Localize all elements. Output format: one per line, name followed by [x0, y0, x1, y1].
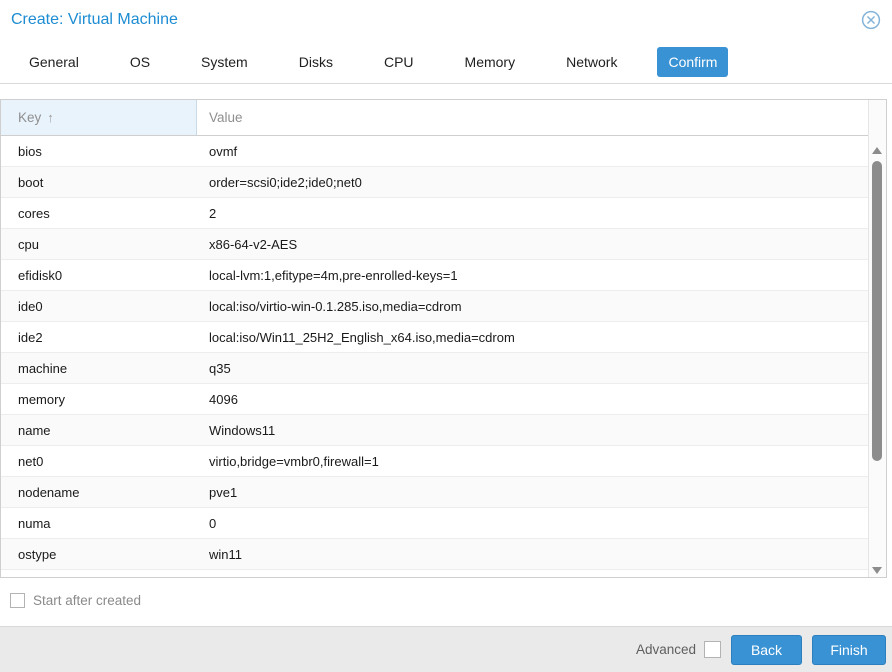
row-value-cell: x86-64-v2-AES [209, 236, 298, 252]
row-value-cell: virtio,bridge=vmbr0,firewall=1 [209, 453, 379, 469]
table-header: Key ↑ Value [1, 100, 868, 136]
row-key-cell: efidisk0 [18, 267, 63, 283]
row-key-cell: bios [18, 143, 42, 159]
row-key-cell: cpu [18, 236, 39, 252]
tab-general[interactable]: General [29, 53, 79, 70]
advanced-checkbox[interactable] [704, 641, 721, 658]
sort-ascending-icon: ↑ [47, 110, 54, 125]
row-key-cell: cores [18, 205, 50, 221]
table-row[interactable]: cpu x86-64-v2-AES [1, 229, 868, 260]
table-row[interactable]: bios ovmf [1, 136, 868, 167]
row-key-cell: net0 [18, 453, 44, 469]
tab-memory[interactable]: Memory [464, 53, 516, 70]
close-icon[interactable] [861, 10, 881, 30]
column-header-value-label: Value [209, 110, 243, 125]
row-value-cell: q35 [209, 360, 231, 376]
tab-network[interactable]: Network [566, 53, 618, 70]
table-row[interactable]: machine q35 [1, 353, 868, 384]
table-row[interactable]: net0 virtio,bridge=vmbr0,firewall=1 [1, 446, 868, 477]
scrollbar-thumb[interactable] [872, 161, 882, 461]
row-key-cell: machine [18, 360, 68, 376]
table-row[interactable]: ide0 local:iso/virtio-win-0.1.285.iso,med… [1, 291, 868, 322]
back-button[interactable]: Back [731, 634, 802, 665]
tab-cpu[interactable]: CPU [383, 53, 414, 70]
scroll-up-icon[interactable] [872, 147, 882, 154]
tab-bar: General OS System Disks CPU Memory Network Conf… [0, 40, 892, 84]
tab-confirm[interactable]: Confirm [657, 46, 729, 77]
column-header-value[interactable]: Value [197, 100, 868, 135]
tab-disks[interactable]: Disks [298, 53, 333, 70]
table-main: Key ↑ Value bios ovmf boot order=scsi0;ide2… [1, 100, 868, 577]
tab-system[interactable]: System [201, 53, 248, 70]
start-after-created-label: Start after created [33, 593, 142, 608]
table-row[interactable]: memory 4096 [1, 384, 868, 415]
row-value-cell: 2 [209, 205, 217, 221]
row-value-cell: order=scsi0;ide2;ide0;net0 [209, 174, 362, 190]
row-key-cell: memory [18, 391, 65, 407]
scroll-down-icon[interactable] [872, 567, 882, 574]
table-body: bios ovmf boot order=scsi0;ide2;ide0;net0 co… [1, 136, 868, 577]
start-after-created-field[interactable]: Start after created [10, 593, 141, 608]
column-header-key-label: Key [18, 110, 42, 125]
row-value-cell: local-lvm:1,efitype=4m,pre-enrolled-keys… [209, 267, 458, 283]
row-key-cell: numa [18, 515, 51, 531]
confirm-settings-table: Key ↑ Value bios ovmf boot order=scsi0;ide2… [0, 99, 887, 578]
row-value-cell: local:iso/virtio-win-0.1.285.iso,media=c… [209, 298, 462, 314]
table-row[interactable]: efidisk0 local-lvm:1,efitype=4m,pre-enrol… [1, 260, 868, 291]
table-row[interactable]: nodename pve1 [1, 477, 868, 508]
row-key-cell: boot [18, 174, 44, 190]
dialog-body: Key ↑ Value bios ovmf boot order=scsi0;ide2… [0, 84, 892, 626]
start-after-created-checkbox[interactable] [10, 593, 25, 608]
row-key-cell: nodename [18, 484, 80, 500]
row-value-cell: ovmf [209, 143, 238, 159]
footer-toolbar: Advanced Back Finish [0, 626, 892, 672]
table-row[interactable]: numa 0 [1, 508, 868, 539]
row-value-cell: Windows11 [209, 422, 276, 438]
table-row[interactable]: cores 2 [1, 198, 868, 229]
window-title: Create: Virtual Machine [11, 11, 178, 28]
advanced-label: Advanced [635, 642, 696, 657]
row-value-cell: 4096 [209, 391, 238, 407]
table-row[interactable]: name Windows11 [1, 415, 868, 446]
table-row[interactable]: ide2 local:iso/Win11_25H2_English_x64.iso… [1, 322, 868, 353]
row-value-cell: win11 [209, 546, 243, 562]
row-value-cell: 0 [209, 515, 217, 531]
row-value-cell: pve1 [209, 484, 238, 500]
window-header: Create: Virtual Machine [0, 0, 892, 40]
table-row[interactable]: ostype win11 [1, 539, 868, 570]
column-header-key[interactable]: Key ↑ [1, 100, 197, 135]
row-value-cell: local:iso/Win11_25H2_English_x64.iso,med… [209, 329, 515, 345]
vertical-scrollbar[interactable] [868, 100, 886, 577]
row-key-cell: ostype [18, 546, 57, 562]
finish-button[interactable]: Finish [812, 634, 886, 665]
advanced-field[interactable]: Advanced [636, 641, 721, 658]
table-row[interactable]: boot order=scsi0;ide2;ide0;net0 [1, 167, 868, 198]
row-key-cell: name [18, 422, 51, 438]
tab-os[interactable]: OS [129, 53, 151, 70]
row-key-cell: ide2 [18, 329, 43, 345]
row-key-cell: ide0 [18, 298, 43, 314]
